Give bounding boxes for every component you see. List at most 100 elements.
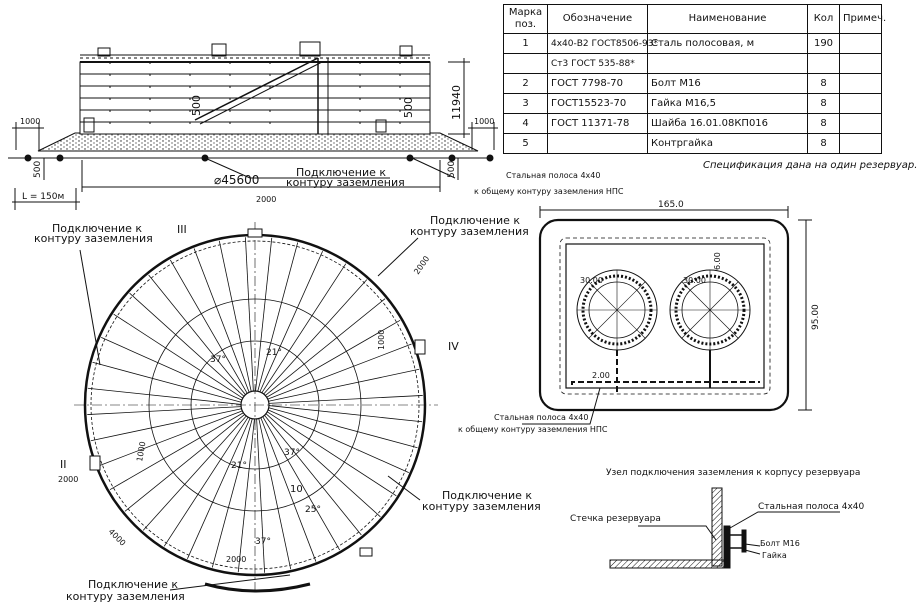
plan-angle-25: 25°	[305, 505, 321, 515]
plan-radial-rafters	[87, 237, 423, 573]
elev-strip-line2: к общему контуру заземления НПС	[474, 187, 624, 196]
plan-rafter	[256, 418, 265, 573]
plan-section-iii: III	[177, 223, 187, 236]
plan-rafter	[109, 412, 244, 491]
plan-rafter	[260, 417, 317, 562]
plan-rafter	[124, 414, 245, 512]
table-row: 2 ГОСТ 7798-70 Болт М16 8	[503, 73, 882, 94]
plan-conn-bl-line2: контуру заземления	[66, 590, 185, 603]
plan-rafter	[163, 416, 249, 547]
plan-rafter	[264, 415, 362, 536]
drawing-canvas: 1000 1000 500 500 500 500 11940 ⌀45600 L…	[8, 41, 865, 603]
plan-rafter	[169, 259, 248, 394]
elev-diameter: ⌀45600	[214, 173, 259, 187]
plan-rafter	[142, 415, 247, 531]
elev-height-dim: 11940	[450, 85, 463, 120]
node-bolt-label: Болт М16	[760, 539, 800, 548]
plan-conn-bl-line1: Подключение к	[88, 578, 178, 591]
plan-rafter	[129, 292, 245, 397]
plan-rafter	[265, 413, 381, 518]
plan-rafter	[266, 319, 401, 398]
plan-rafter	[266, 411, 397, 497]
plan-rafter	[245, 237, 254, 392]
table-row: 5 Контргайка 8	[503, 133, 882, 154]
plan-rafter	[268, 368, 420, 402]
elev-dim-500-right: 500	[447, 161, 457, 178]
plan-dim-2000-top: 2000	[256, 195, 276, 204]
plan-rafter	[87, 406, 242, 415]
plan-rafter	[259, 251, 323, 393]
node-strip-label: Стальная полоса 4х40	[758, 502, 865, 512]
node-title: Узел подключения заземления к корпусу ре…	[606, 468, 860, 478]
pit-strip-line1: Стальная полоса 4х40	[494, 413, 588, 422]
pit-dim-2: 2.00	[592, 371, 610, 380]
plan-rafter	[267, 343, 412, 400]
plan-conn-br-line1: Подключение к	[442, 489, 532, 502]
elev-dim-500-left: 500	[33, 161, 43, 178]
spec-header-note: Примеч.	[839, 4, 886, 34]
plan-dim-2000-right: 2000	[412, 254, 431, 276]
node-wall-label: Стечка резервуара	[570, 514, 661, 524]
plan-rafter	[92, 361, 242, 403]
pit-dim-mid: 30.00	[683, 276, 706, 285]
spec-footnote: Спецификация дана на один резервуар.	[703, 160, 917, 171]
plan-rafter	[148, 274, 246, 395]
elev-conn-line1: Подключение к	[296, 166, 386, 179]
elev-length: L = 150м	[22, 192, 64, 202]
pit-dim-left: 30.00	[580, 276, 603, 285]
tank-elevation	[8, 41, 498, 210]
pit-height-dim: 95.00	[811, 304, 821, 330]
tank-plan	[74, 222, 438, 593]
plan-rafter	[268, 407, 418, 449]
plan-rafter	[261, 263, 347, 394]
plan-angle-21-a: 21°	[266, 348, 282, 358]
plan-dim-2000-bottom: 2000	[226, 555, 246, 564]
elev-dim-500-inner-right: 500	[402, 97, 415, 118]
plan-rafter	[258, 418, 292, 570]
elev-strip-line1: Стальная полоса 4х40	[506, 171, 600, 180]
elev-dim-1000-left: 1000	[20, 117, 40, 126]
plan-rafter	[87, 387, 242, 405]
pit-strip-line2: к общему контуру заземления НПС	[458, 425, 608, 434]
elev-conn-line2: контуру заземления	[286, 176, 405, 189]
pit-detail	[522, 206, 812, 425]
pit-width-dim: 165.0	[658, 200, 684, 210]
plan-rafter	[262, 416, 341, 551]
table-row: 4 ГОСТ 11371-78 Шайба 16.01.08КП016 8	[503, 113, 882, 134]
plan-conn-tl-line1: Подключение к	[52, 222, 142, 235]
specification-table: Марка поз. Обозначение Наименование Кол …	[503, 4, 886, 154]
spec-header-row: Марка поз. Обозначение Наименование Кол …	[503, 4, 886, 34]
plan-dim-4000: 4000	[107, 527, 128, 548]
plan-rafter	[218, 240, 252, 392]
plan-rafter	[101, 337, 243, 401]
plan-rafter	[265, 298, 386, 396]
plan-dim-2000-left: 2000	[58, 475, 78, 484]
plan-rafter	[211, 418, 253, 568]
plan-dim-1000-right: 1000	[377, 330, 386, 350]
elev-dim-1000-right: 1000	[474, 117, 494, 126]
plan-mark-10: 10	[290, 484, 303, 495]
elev-dim-500-inner-left: 500	[190, 95, 203, 116]
plan-rafter	[268, 395, 423, 404]
plan-section-iv: IV	[448, 340, 459, 353]
plan-conn-tr-line2: контуру заземления	[410, 225, 529, 238]
spec-header-name: Наименование	[647, 4, 808, 34]
plan-rafter	[90, 408, 242, 442]
plan-rafter	[257, 242, 299, 392]
node-nut-label: Гайка	[762, 551, 787, 560]
plan-rafter	[98, 410, 243, 467]
pit-outer-wall	[538, 218, 790, 412]
spec-header-pos: Марка поз.	[503, 4, 548, 34]
table-row: 3 ГОСТ15523-70 Гайка М16,5 8	[503, 93, 882, 114]
plan-conn-br-line2: контуру заземления	[422, 500, 541, 513]
plan-rafter	[268, 405, 423, 423]
plan-angle-21-b: 21°	[231, 461, 247, 471]
plan-angle-37-b: 37°	[284, 448, 300, 458]
plan-dim-1000-left: 1000	[135, 441, 147, 463]
spec-cell-note	[839, 133, 882, 154]
plan-rafter	[255, 237, 273, 392]
plan-rafter	[267, 409, 409, 473]
plan-rafter	[187, 417, 251, 559]
plan-conn-tr-line1: Подключение к	[430, 214, 520, 227]
plan-rafter	[193, 248, 250, 393]
